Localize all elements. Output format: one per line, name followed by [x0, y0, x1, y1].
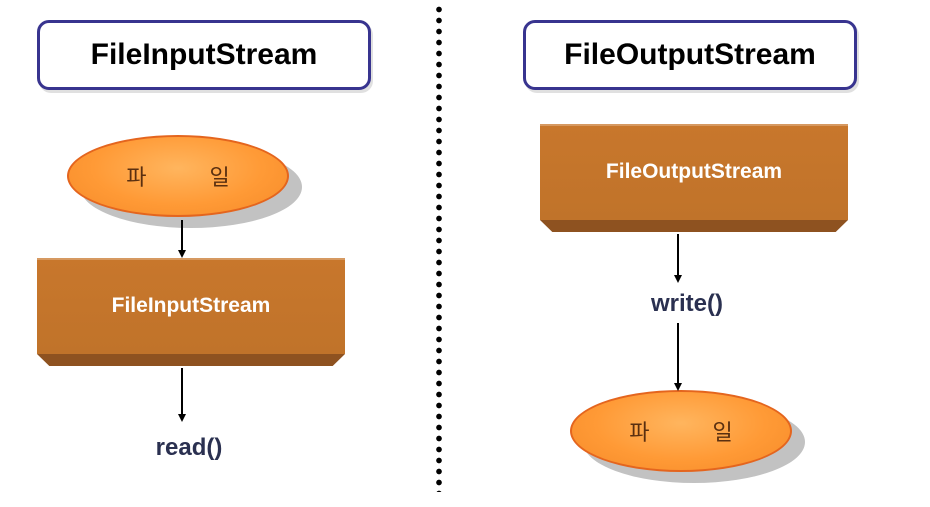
input-stream-title-text: FileInputStream — [90, 38, 318, 71]
output-file-label: 파 일 — [629, 421, 761, 446]
read-method-label: read() — [155, 434, 223, 461]
output-stream-label: FileOutputStream — [605, 160, 783, 183]
dotted-divider — [436, 4, 442, 492]
input-stream-label: FileInputStream — [111, 294, 271, 317]
output-file-node: 파 일 — [570, 390, 792, 472]
output-stream-node: FileOutputStream — [540, 124, 848, 220]
input-file-node: 파 일 — [67, 135, 289, 217]
input-file-label: 파 일 — [126, 166, 258, 191]
output-stream-bevel — [540, 220, 848, 232]
input-stream-bevel — [37, 354, 345, 366]
output-stream-title-text: FileOutputStream — [564, 38, 816, 71]
output-stream-title: FileOutputStream — [523, 20, 857, 90]
input-stream-node: FileInputStream — [37, 258, 345, 354]
input-stream-title: FileInputStream — [37, 20, 371, 90]
write-method-label: write() — [651, 290, 723, 317]
